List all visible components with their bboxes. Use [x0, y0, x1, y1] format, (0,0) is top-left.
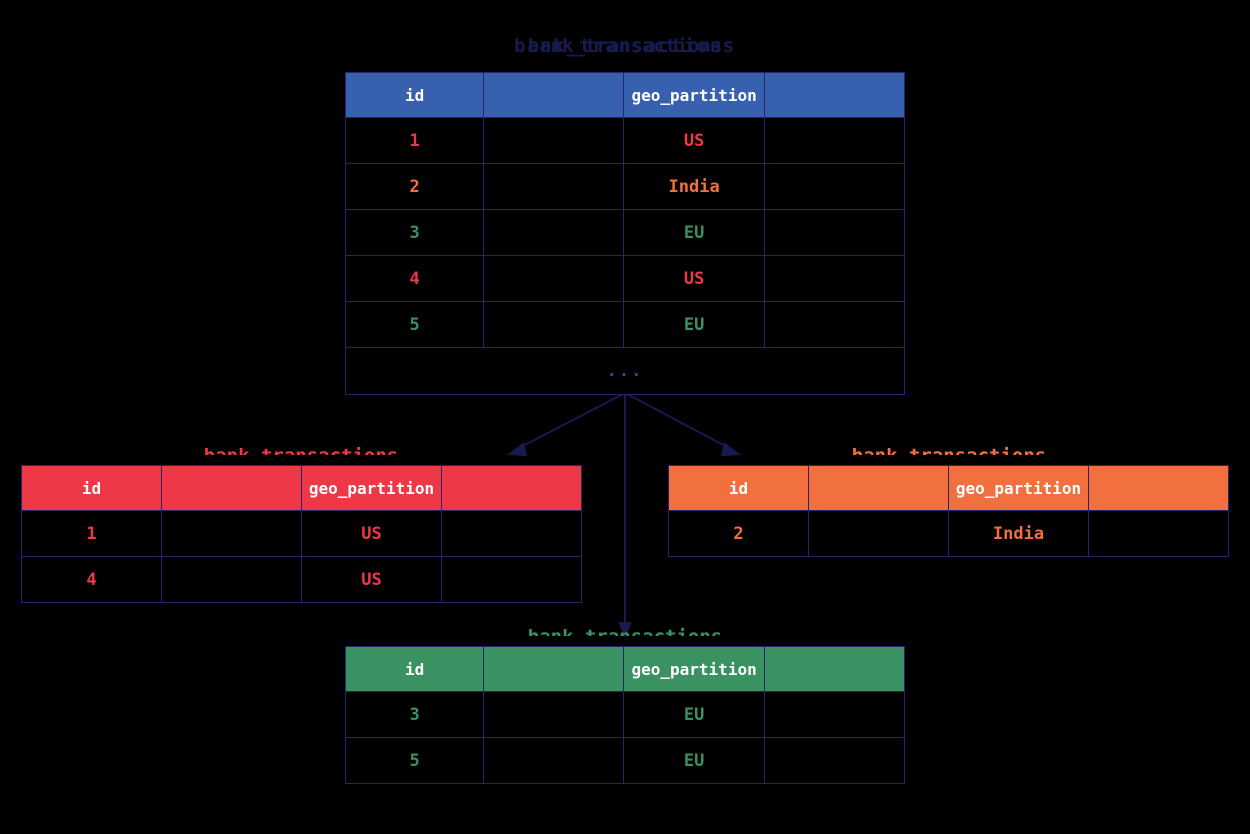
source-cell-geo-partition: US	[623, 117, 765, 164]
table-row: 2 India	[344, 163, 906, 210]
source-cell-geo-partition: US	[623, 255, 765, 302]
table-row: 4 US	[21, 556, 582, 603]
source-col-blank-a	[483, 72, 625, 118]
us-partition-label: bank_transactions	[20, 446, 582, 455]
source-cell-blank-a	[483, 209, 625, 256]
source-ellipsis: ...	[345, 347, 905, 395]
india-cell-id: 2	[668, 510, 809, 557]
us-cell-blank-b	[441, 556, 582, 603]
source-table-header-row: id geo_partition	[344, 72, 906, 118]
india-col-geo-partition: geo_partition	[948, 465, 1089, 511]
table-row: 3 EU	[344, 691, 906, 738]
source-cell-blank-b	[763, 255, 906, 302]
arrow-to-us-partition	[507, 392, 626, 456]
us-header-row: id geo_partition	[21, 465, 582, 511]
india-col-blank-b	[1088, 465, 1229, 511]
source-cell-id: 3	[344, 209, 485, 256]
source-cell-id: 5	[344, 301, 485, 348]
source-cell-blank-b	[763, 163, 906, 210]
us-col-blank-b	[441, 465, 582, 511]
eu-header-row: id geo_partition	[344, 646, 906, 692]
source-col-id: id	[344, 72, 485, 118]
source-table-title-overlay: bank_transactions	[514, 35, 736, 57]
source-cell-blank-a	[483, 255, 625, 302]
arrow-to-eu-partition	[618, 393, 632, 638]
source-cell-geo-partition: EU	[623, 209, 765, 256]
source-cell-geo-partition: India	[623, 163, 765, 210]
us-cell-blank-b	[441, 510, 582, 557]
source-cell-blank-b	[763, 301, 906, 348]
india-col-id: id	[668, 465, 809, 511]
eu-cell-geo-partition: EU	[623, 737, 765, 784]
us-col-geo-partition: geo_partition	[301, 465, 442, 511]
india-col-blank-a	[808, 465, 949, 511]
india-cell-geo-partition: India	[948, 510, 1089, 557]
eu-col-geo-partition: geo_partition	[623, 646, 765, 692]
source-table-title-primary: bank_transactions	[527, 35, 723, 57]
source-table-title: bank_transactions bank_transactions	[0, 32, 1250, 60]
source-cell-id: 2	[344, 163, 485, 210]
eu-col-blank-a	[483, 646, 625, 692]
source-col-geo-partition: geo_partition	[623, 72, 765, 118]
source-cell-blank-b	[763, 209, 906, 256]
source-cell-blank-a	[483, 301, 625, 348]
us-cell-blank-a	[161, 556, 302, 603]
table-row: 1 US	[21, 510, 582, 557]
eu-partition-label: bank_transactions	[345, 627, 905, 636]
us-cell-id: 1	[21, 510, 162, 557]
eu-col-blank-b	[763, 646, 906, 692]
us-col-id: id	[21, 465, 162, 511]
source-cell-id: 1	[344, 117, 485, 164]
source-cell-id: 4	[344, 255, 485, 302]
source-cell-geo-partition: EU	[623, 301, 765, 348]
arrow-to-india-partition	[624, 392, 741, 456]
table-row: 1 US	[344, 117, 906, 164]
eu-cell-blank-b	[763, 691, 906, 738]
table-row: 5 EU	[344, 737, 906, 784]
eu-cell-blank-a	[483, 691, 625, 738]
source-cell-blank-a	[483, 117, 625, 164]
source-col-blank-b	[763, 72, 906, 118]
eu-cell-id: 5	[344, 737, 485, 784]
eu-col-id: id	[344, 646, 485, 692]
table-row: 4 US	[344, 255, 906, 302]
india-cell-blank-b	[1088, 510, 1229, 557]
india-partition-label: bank_transactions	[668, 446, 1230, 455]
us-cell-geo-partition: US	[301, 556, 442, 603]
eu-cell-blank-a	[483, 737, 625, 784]
india-cell-blank-a	[808, 510, 949, 557]
table-row: 2 India	[668, 510, 1229, 557]
us-cell-id: 4	[21, 556, 162, 603]
india-header-row: id geo_partition	[668, 465, 1229, 511]
source-cell-blank-b	[763, 117, 906, 164]
eu-cell-blank-b	[763, 737, 906, 784]
us-col-blank-a	[161, 465, 302, 511]
us-cell-geo-partition: US	[301, 510, 442, 557]
us-cell-blank-a	[161, 510, 302, 557]
source-ellipsis-row: ...	[345, 347, 905, 395]
table-row: 5 EU	[344, 301, 906, 348]
source-cell-blank-a	[483, 163, 625, 210]
eu-cell-id: 3	[344, 691, 485, 738]
india-partition-table: id geo_partition 2 India	[668, 465, 1229, 557]
table-row: 3 EU	[344, 209, 906, 256]
eu-cell-geo-partition: EU	[623, 691, 765, 738]
